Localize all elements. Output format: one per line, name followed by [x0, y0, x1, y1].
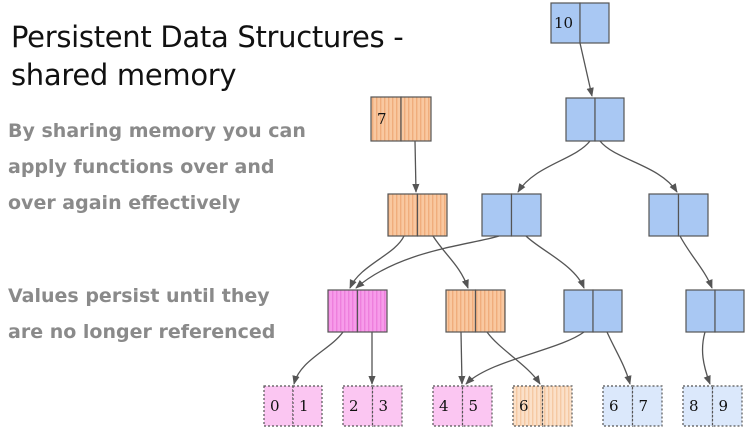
node-cell — [579, 2, 610, 44]
node-cell — [592, 289, 623, 333]
tree-edge — [606, 331, 632, 385]
bullet-values-persist: Values persist until they are no longer … — [8, 285, 276, 343]
tree-edge — [349, 235, 405, 289]
node-cell — [474, 289, 506, 333]
node-cell-label: 3 — [379, 397, 389, 415]
node-cell-label: 5 — [469, 397, 479, 415]
tree-node-blue-l2-left — [481, 193, 542, 237]
node-cell — [356, 289, 388, 333]
node-cell-label: 0 — [270, 397, 280, 415]
tree-edge — [486, 331, 541, 385]
node-cell-label: 10 — [554, 14, 573, 32]
tree-node-magenta-l3 — [327, 289, 388, 333]
node-cell — [541, 385, 573, 427]
tree-node-leaf-6: 6 — [512, 385, 573, 427]
tree-edge — [412, 140, 420, 193]
tree-node-root-7: 7 — [370, 96, 432, 142]
tree-edge — [432, 235, 469, 289]
node-cell — [594, 97, 625, 142]
tree-edges — [292, 42, 713, 385]
tree-node-orange-l2 — [387, 193, 448, 237]
node-cell — [481, 193, 513, 237]
node-cell — [563, 289, 594, 333]
node-cell — [682, 385, 714, 427]
tree-edge — [465, 331, 585, 385]
tree-node-blue-l3-mid — [563, 289, 623, 333]
tree-edge — [701, 331, 711, 385]
node-cell — [510, 193, 542, 237]
node-cell — [461, 385, 493, 427]
tree-node-blue-l3-right — [685, 289, 745, 333]
node-cell-label: 4 — [439, 397, 449, 415]
node-cell — [445, 289, 477, 333]
node-cell — [387, 193, 419, 237]
node-cell — [432, 385, 464, 427]
tree-edge — [355, 235, 500, 289]
node-cell-label: 7 — [639, 397, 649, 415]
node-cell-label: 6 — [519, 397, 529, 415]
node-cell — [685, 289, 716, 333]
node-cell — [400, 96, 432, 142]
node-cell — [342, 385, 374, 427]
node-cell-label: 2 — [349, 397, 359, 415]
node-cell-label: 9 — [719, 397, 729, 415]
tree-node-blue-l2-right — [648, 193, 709, 237]
tree-edge — [579, 42, 594, 97]
node-cell — [714, 289, 745, 333]
node-cell — [711, 385, 743, 427]
node-cell — [631, 385, 663, 427]
node-cell — [327, 289, 359, 333]
slide-title: Persistent Data Structures - shared memo… — [11, 20, 404, 92]
node-cell-label: 6 — [609, 397, 619, 415]
node-cell — [565, 97, 596, 142]
node-cell — [648, 193, 680, 237]
tree-node-orange-l3 — [445, 289, 506, 333]
node-cell — [370, 96, 402, 142]
node-cell — [371, 385, 403, 427]
tree-edge — [679, 235, 713, 289]
node-cell — [550, 2, 581, 44]
tree-edge — [517, 140, 591, 193]
tree-edge — [292, 331, 344, 385]
node-cell — [416, 193, 448, 237]
node-cell — [677, 193, 709, 237]
tree-node-root-10: 10 — [550, 2, 610, 44]
tree-edge — [525, 235, 585, 289]
node-cell-label: 8 — [689, 397, 699, 415]
node-cell — [292, 385, 323, 427]
node-cell-label: 1 — [299, 397, 309, 415]
bullet-sharing-memory: By sharing memory you can apply function… — [8, 120, 306, 214]
tree-edge — [599, 140, 678, 193]
node-cell-label: 7 — [377, 110, 387, 128]
tree-node-blue-l1 — [565, 97, 625, 142]
tree-edge — [458, 331, 466, 385]
